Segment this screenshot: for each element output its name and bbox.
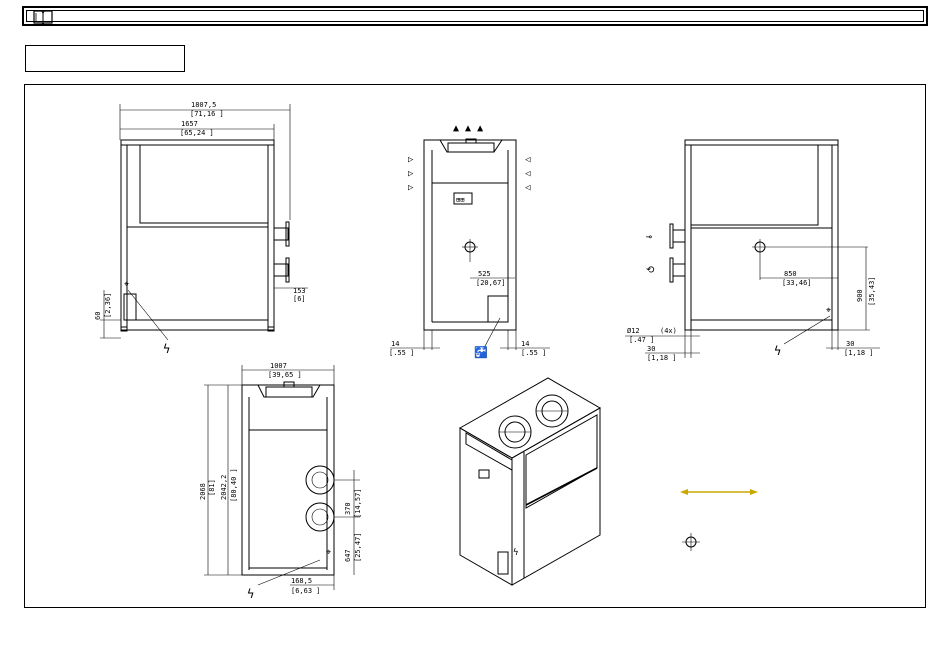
dim-hole-dia-in: [.47 ] [629,336,654,344]
water-in-icon: ⊸ [646,232,652,243]
dim-body-width-in: [65,24 ] [180,129,214,137]
dim-rear-foot-right: 30 [846,340,854,348]
dim-hole-offset: 647 [344,549,352,562]
dim-foot-left: 14 [391,340,399,348]
front-view: ▲ ▲ ▲ ▷ ▷ ▷ ◁ ◁ ◁ ⊞⊞ 525 [20,67] 🚰 14 [.… [389,123,550,359]
dim-base-height: 60 [94,312,102,320]
svg-text:ϟ: ϟ [513,548,518,558]
dim-top-length-in: [81] [208,479,216,496]
dim-hole-spacing: 370 [344,502,352,515]
dim-foot-right: 14 [521,340,529,348]
airflow-up-icon: ▲ ▲ ▲ [453,123,483,134]
dim-base-height-in: [2,36] [104,293,112,318]
dim-cg-x-in: [33,46] [782,279,812,287]
dim-cg-y: 900 [856,289,864,302]
dim-cg-y-in: [35,43] [868,276,876,306]
water-tap-icon: 🚰 [474,346,488,359]
dim-foot-left-in: [.55 ] [389,349,414,357]
dim-front-offset-in: [20,67] [476,279,506,287]
dim-edge-offset: 168,5 [291,577,312,585]
dim-top-width-in: [39,65 ] [268,371,302,379]
label-plate: ⊞⊞ [456,196,465,204]
dim-front-offset: 525 [478,270,491,278]
airflow-in-right-icon: ◁ [525,155,531,165]
airflow-in-left-icon: ▷ [408,155,414,165]
dim-hole-count: (4x) [660,327,677,335]
dim-cg-x: 850 [784,270,797,278]
svg-text:◁: ◁ [525,169,531,179]
legend [680,489,758,551]
dim-rear-foot-left-in: [1,18 ] [647,354,677,362]
dim-inner-length-in: [80,40 ] [230,468,238,502]
side-view: 1807,5 [71,16 ] 1657 [65,24 ] 153 [6] ⌖ … [94,101,308,356]
dim-body-width: 1657 [181,120,198,128]
svg-text:⌖: ⌖ [826,306,831,316]
dim-top-width: 1007 [270,362,287,370]
dim-hole-dia: Ø12 [627,327,640,335]
dim-conn-offset: 153 [293,287,306,295]
svg-text:▷: ▷ [408,169,414,179]
svg-text:▷: ▷ [408,183,414,193]
dim-foot-right-in: [.55 ] [521,349,546,357]
dim-overall-width-in: [71,16 ] [190,110,224,118]
isometric-view: ϟ [460,378,600,585]
dim-rear-foot-left: 30 [647,345,655,353]
dim-hole-spacing-in: [14,57] [354,488,362,518]
dim-hole-offset-in: [25,47] [354,532,362,562]
water-out-icon: ⟲ [646,265,655,276]
dim-rear-foot-right-in: [1,18 ] [844,349,874,357]
dim-edge-offset-in: [6,63 ] [291,587,321,595]
top-view: 1007 [39,65 ] 370 [14,57] 647 [25,47] ⌖ … [199,362,362,601]
electric-icon: ϟ [163,342,170,356]
dim-conn-offset-in: [6] [293,295,306,303]
svg-text:⌖: ⌖ [326,548,331,558]
svg-text:◁: ◁ [525,183,531,193]
electric-icon-top: ϟ [247,587,254,601]
cg-small-icon: ⌖ [124,280,129,290]
rear-view: ⊸ ⟲ 850 [33,46] 900 [35,43] ⌖ ϟ Ø12 (4x)… [625,140,880,362]
dim-inner-length: 2042,2 [220,475,228,500]
dim-top-length: 2068 [199,483,207,500]
electric-icon-rear: ϟ [774,344,781,358]
dim-overall-width: 1807,5 [191,101,216,109]
